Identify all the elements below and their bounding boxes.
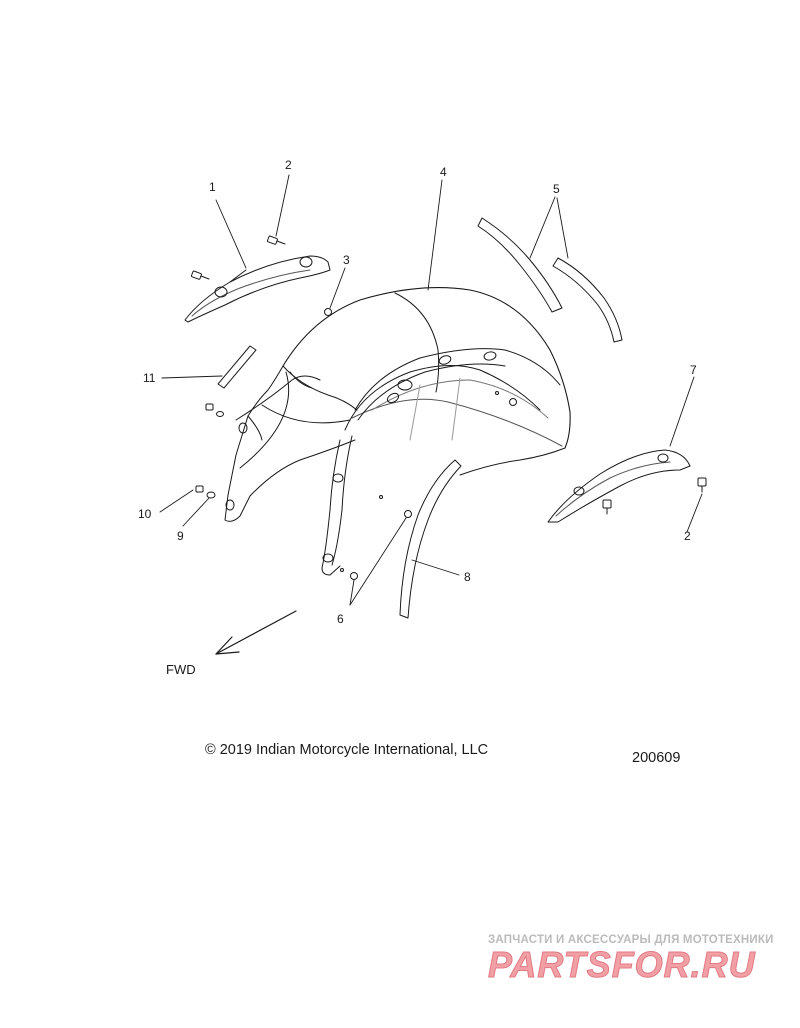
washer-9 — [206, 491, 216, 499]
leader-5b — [556, 197, 569, 259]
leader-1 — [215, 199, 247, 269]
document-number: 200609 — [632, 750, 681, 766]
leader-9 — [182, 497, 210, 527]
clip-strip — [217, 345, 257, 389]
left-trim-piece — [184, 255, 331, 323]
fasteners — [190, 235, 707, 580]
leader-5a — [529, 196, 556, 259]
callout-5: 5 — [553, 182, 560, 196]
trim-strip-left — [477, 217, 563, 313]
leader-4 — [427, 179, 443, 291]
callout-6: 6 — [337, 612, 344, 626]
leader-2b — [686, 493, 703, 533]
leader-11 — [161, 375, 223, 379]
trim-strip-right — [552, 257, 623, 343]
leader-8 — [411, 559, 460, 576]
rear-fender — [224, 287, 571, 576]
nut-6b — [340, 568, 358, 580]
nut-upper — [495, 391, 517, 406]
callout-9: 9 — [177, 529, 184, 543]
watermark-tagline: ЗАПЧАСТИ И АКСЕССУАРЫ ДЛЯ МОТОТЕХНИКИ — [488, 934, 774, 946]
leader-7 — [669, 376, 695, 447]
screw-upper-left — [205, 403, 224, 417]
copyright-text: © 2019 Indian Motorcycle International, … — [205, 742, 489, 758]
screw-10 — [195, 485, 204, 493]
callout-3: 3 — [343, 253, 350, 267]
callout-11: 11 — [143, 371, 156, 385]
callout-7: 7 — [690, 363, 697, 377]
leader-6a — [349, 517, 407, 606]
callout-4: 4 — [440, 165, 447, 179]
nut-3 — [324, 308, 332, 316]
leader-6b — [349, 579, 355, 606]
screw-left-a — [266, 235, 286, 245]
callout-2-top: 2 — [285, 158, 292, 172]
callout-1: 1 — [209, 180, 216, 194]
right-trim-piece — [547, 449, 691, 523]
callout-8: 8 — [464, 570, 471, 584]
leader-2a — [275, 174, 290, 237]
leader-10 — [159, 489, 194, 513]
nut-6a — [379, 495, 412, 518]
screw-right-a — [697, 477, 707, 493]
fwd-arrow-icon — [215, 610, 297, 655]
leader-lines — [159, 174, 703, 606]
edge-trim-strip — [399, 459, 462, 619]
screw-left-b — [190, 270, 210, 280]
leader-3 — [329, 267, 346, 309]
watermark-logo: PARTSFOR.RU — [488, 944, 756, 986]
callout-10: 10 — [138, 507, 152, 521]
screw-right-b — [602, 499, 612, 515]
fwd-label: FWD — [166, 662, 196, 677]
callout-2-right: 2 — [684, 529, 691, 543]
